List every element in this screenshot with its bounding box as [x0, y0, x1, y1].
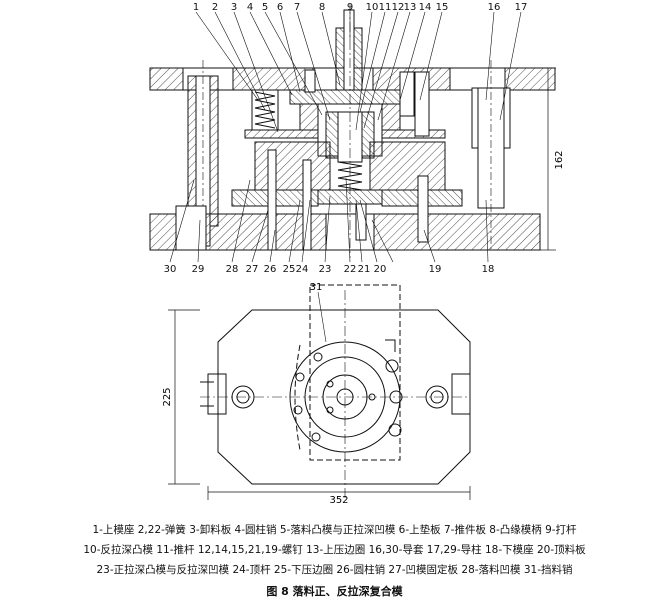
die-assembly-drawing: 1 2 3 4 5 6 7 8 9 10 11 12 13 14 15 16 1…: [149, 2, 565, 506]
callout-16: 16: [488, 2, 501, 13]
callout-26: 26: [264, 264, 277, 275]
callout-leaders: [169, 11, 522, 263]
callout-24: 24: [296, 264, 309, 275]
callout-31: 31: [310, 282, 323, 293]
callout-29: 29: [192, 264, 205, 275]
callout-12: 12: [392, 2, 405, 13]
plan-height-dimension: 225: [162, 387, 173, 406]
callouts-bottom: 30 29 28 27 26 25 24 23 22 21 20 19 18: [164, 264, 495, 275]
callout-6: 6: [277, 2, 283, 13]
callout-7: 7: [294, 2, 300, 13]
plan-width-dimension: 352: [329, 495, 348, 506]
callout-30: 30: [164, 264, 177, 275]
callout-27: 27: [246, 264, 259, 275]
blanking-die: [254, 141, 331, 191]
callout-22: 22: [344, 264, 357, 275]
callout-1: 1: [193, 2, 199, 13]
plan-view: [168, 284, 471, 500]
callout-3: 3: [231, 2, 237, 13]
callout-19: 19: [429, 264, 442, 275]
callout-14: 14: [419, 2, 432, 13]
callout-5: 5: [262, 2, 268, 13]
figure-title: 图 8 落料正、反拉深复合模: [266, 585, 403, 598]
callout-20: 20: [374, 264, 387, 275]
callout-9: 9: [347, 2, 353, 13]
callout-21: 21: [358, 264, 371, 275]
legend-line-2: 10-反拉深凸模 11-推杆 12,14,15,21,19-螺钉 13-上压边圈…: [83, 544, 586, 556]
callout-17: 17: [515, 2, 528, 13]
callout-4: 4: [247, 2, 253, 13]
callouts-top: 1 2 3 4 5 6 7 8 9 10 11 12 13 14 15 16 1…: [193, 2, 528, 13]
callout-10: 10: [366, 2, 379, 13]
callout-25: 25: [283, 264, 296, 275]
callout-8: 8: [319, 2, 325, 13]
callout-15: 15: [436, 2, 449, 13]
callout-11: 11: [379, 2, 392, 13]
section-view: [149, 4, 556, 258]
legend-line-3: 23-正拉深凸模与反拉深凹模 24-顶杆 25-下压边圈 26-圆柱销 27-凹…: [96, 564, 573, 576]
callout-23: 23: [319, 264, 332, 275]
lower-base-outline: [217, 309, 471, 485]
callout-28: 28: [226, 264, 239, 275]
height-dimension: 162: [554, 150, 565, 169]
callout-18: 18: [482, 264, 495, 275]
legend-line-1: 1-上模座 2,22-弹簧 3-卸料板 4-圆柱销 5-落料凸模与正拉深凹模 6…: [92, 524, 577, 536]
callout-2: 2: [212, 2, 218, 13]
callout-13: 13: [404, 2, 417, 13]
